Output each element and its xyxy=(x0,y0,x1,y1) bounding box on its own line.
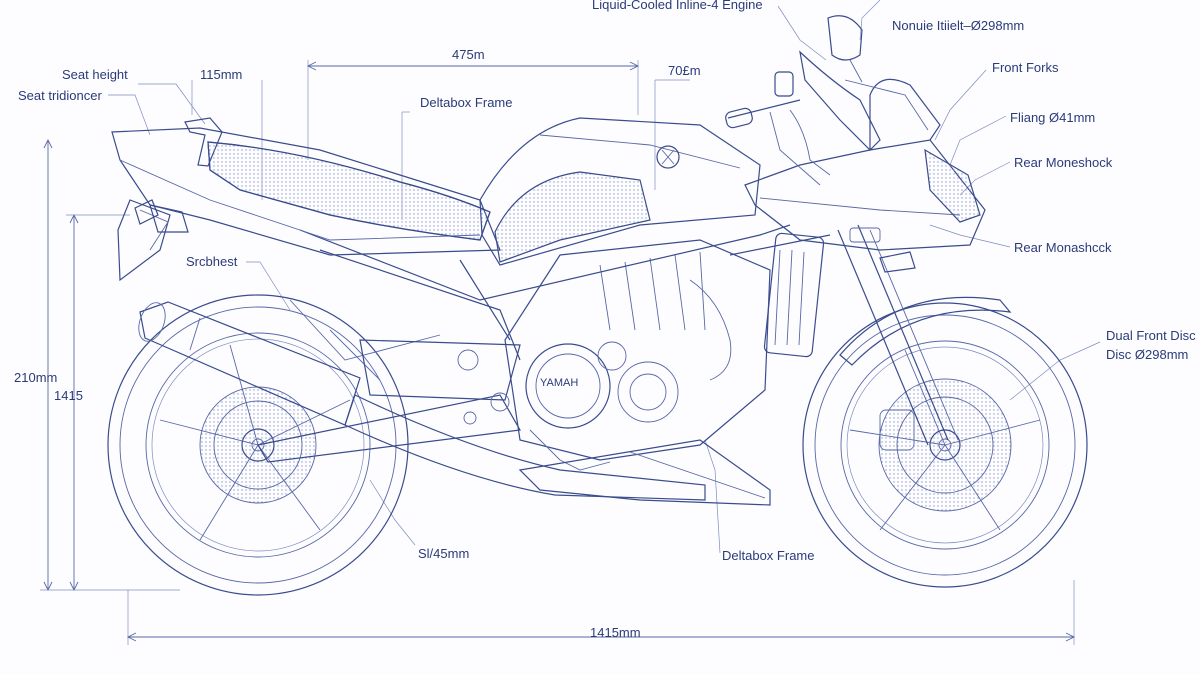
mirror xyxy=(827,15,863,83)
label-subframe: Srcbhest xyxy=(186,254,238,269)
label-deltabox-bottom: Deltabox Frame xyxy=(722,548,815,563)
front-indicator xyxy=(879,251,916,273)
engine-logo: YAMAH xyxy=(540,377,579,389)
label-seat-distancer: Seat tridioncer xyxy=(18,88,102,103)
label-rear-monoshock-2: Rear Monashcck xyxy=(1014,240,1112,255)
label-rear-monoshock-1: Rear Moneshock xyxy=(1014,155,1113,170)
label-dim-70: 70£m xyxy=(668,63,701,78)
label-swingarm-dim: Sl/45mm xyxy=(418,546,470,561)
label-engine: Liquid-Cooled Inline-4 Engine xyxy=(592,0,763,12)
handlebar xyxy=(725,71,831,186)
front-forks xyxy=(837,224,959,446)
label-height-210: 210mm xyxy=(14,370,58,385)
deltabox-frame xyxy=(289,224,791,425)
front-wheel xyxy=(802,302,1088,588)
engine xyxy=(504,239,771,506)
label-dim-475: 475m xyxy=(452,47,485,62)
label-front-forks: Front Forks xyxy=(992,60,1059,75)
label-dual-disc: Dual Front Disc xyxy=(1106,328,1196,343)
front-fender xyxy=(839,296,1012,366)
rear-wheel xyxy=(107,294,409,596)
label-dim-115: 115mm xyxy=(200,67,243,82)
swingarm xyxy=(257,394,521,463)
radiator xyxy=(729,232,831,358)
seat xyxy=(207,141,491,241)
label-top-right: Nonuie Itiielt–Ø298mm xyxy=(892,18,1025,33)
fuel-tank xyxy=(479,117,761,266)
front-fairing xyxy=(744,50,986,251)
leader-lines xyxy=(108,0,1101,554)
label-wheelbase: 1415mm xyxy=(590,625,641,640)
label-deltabox-top: Deltabox Frame xyxy=(420,95,513,110)
label-disc-diameter: Disc Ø298mm xyxy=(1106,347,1189,362)
label-fork-diameter: Fliang Ø41mm xyxy=(1010,110,1096,125)
exhaust xyxy=(138,301,706,501)
rear-indicator xyxy=(134,199,159,225)
label-seat-height: Seat height xyxy=(62,67,128,82)
label-height-1415: 1415 xyxy=(54,388,83,403)
dimension-lines xyxy=(40,60,1076,645)
tail-section xyxy=(111,117,501,282)
